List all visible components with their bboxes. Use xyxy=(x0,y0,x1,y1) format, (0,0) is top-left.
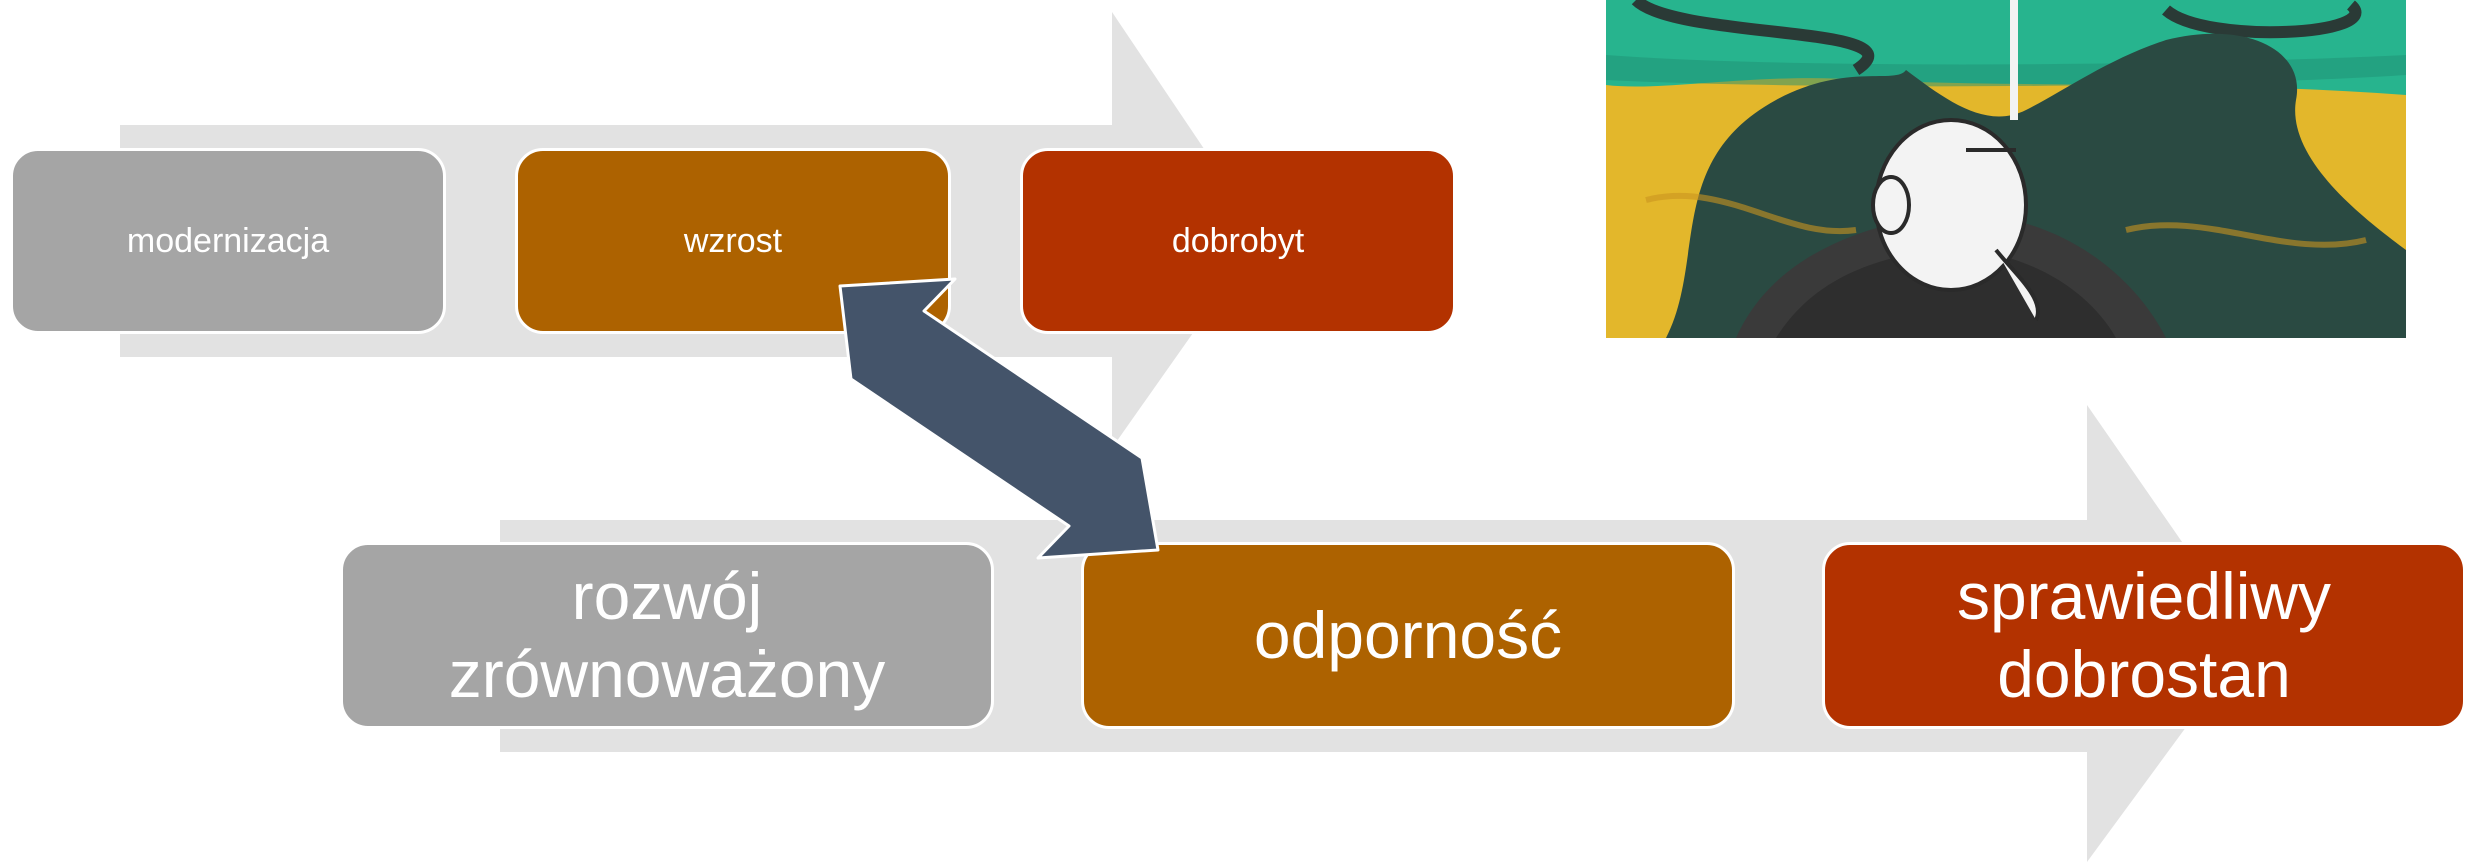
box-odpornosc: odporność xyxy=(1081,542,1735,729)
box-dobrobyt-label: dobrobyt xyxy=(1171,221,1305,260)
box-sprawiedliwy-dobrostan-label: sprawiedliwy dobrostan xyxy=(1956,558,2332,711)
box-modernizacja: modernizacja xyxy=(10,148,446,334)
box-rozwoj-zrownowazony: rozwój zrównoważony xyxy=(340,542,994,729)
double-headed-arrow-icon xyxy=(838,277,1160,560)
box-dobrobyt: dobrobyt xyxy=(1020,148,1456,334)
box-modernizacja-label: modernizacja xyxy=(126,221,330,260)
box-sprawiedliwy-dobrostan: sprawiedliwy dobrostan xyxy=(1822,542,2466,729)
box-odpornosc-label: odporność xyxy=(1253,597,1563,672)
fork-in-road-illustration xyxy=(1606,0,2406,338)
box-wzrost-label: wzrost xyxy=(683,221,783,260)
box-rozwoj-zrownowazony-label: rozwój zrównoważony xyxy=(448,558,886,711)
